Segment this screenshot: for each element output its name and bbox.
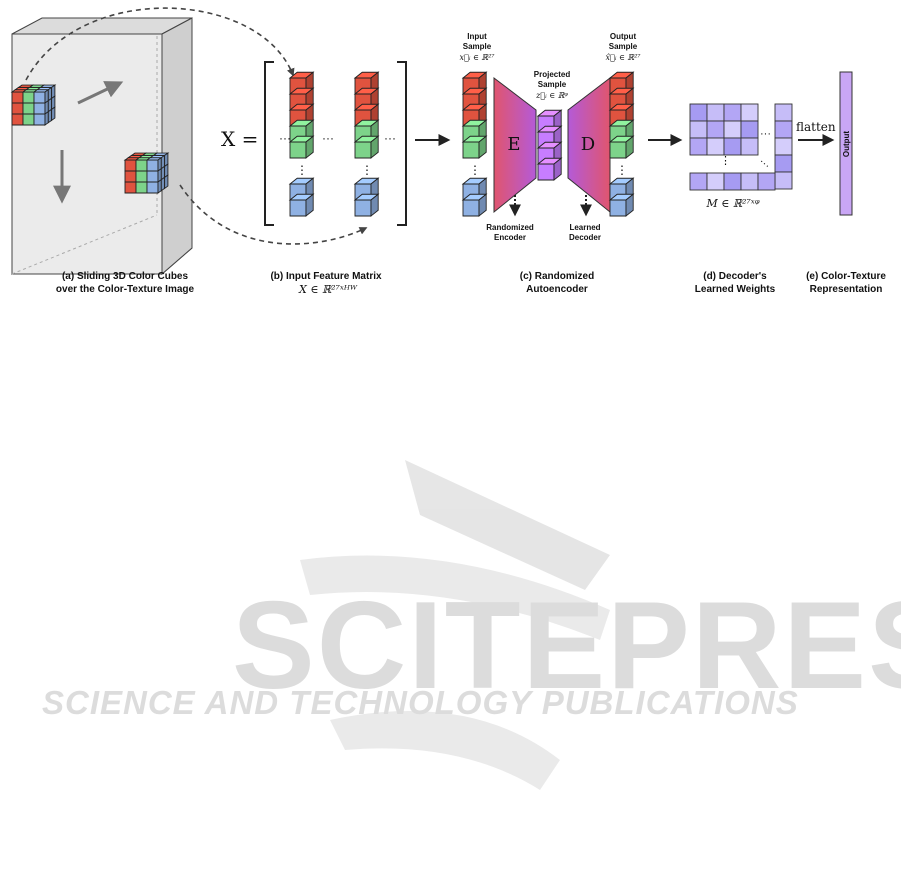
link-arrow-top: [25, 7, 295, 81]
bracket-right: [397, 61, 407, 226]
encoder-block: [493, 76, 537, 214]
stack-cube-cell: [461, 193, 488, 217]
projected-math: z⃗ᵢ ∈ ℝᵠ: [535, 91, 568, 100]
color-cube-lower-right: [123, 152, 170, 194]
decoder-label-1: Learned: [569, 223, 600, 232]
caption-b-math: X ∈ ℝ²⁷ˣᴴᵂ: [298, 283, 358, 296]
svg-text:···: ···: [760, 128, 771, 140]
stack-cube-cell: [608, 193, 635, 217]
flatten-label: flatten: [796, 120, 836, 134]
svg-text:⋮: ⋮: [720, 155, 731, 167]
matrix-cell: [706, 137, 725, 156]
stack-cube-cell: [288, 193, 315, 217]
input-title-2: Sample: [463, 42, 492, 51]
decoder-weight-matrix: [689, 103, 793, 191]
slide-right-arrow-icon: [77, 81, 124, 105]
vertical-ellipsis: ⋮: [361, 163, 373, 177]
encoder-letter: E: [507, 134, 520, 155]
matrix-cell: [757, 172, 776, 191]
matrix-symbol: X =: [221, 127, 258, 151]
watermark-subtitle: SCIENCE AND TECHNOLOGY PUBLICATIONS: [42, 684, 799, 721]
input-title-1: Input: [467, 32, 487, 41]
stack-cube-cell: [353, 193, 380, 217]
matrix-cell: [706, 172, 725, 191]
caption-d-line2: Learned Weights: [695, 284, 776, 295]
matrix-cell: [740, 103, 759, 122]
vertical-ellipsis: ⋮: [296, 163, 308, 177]
output-vector-label: Output: [842, 131, 851, 158]
svg-text:···: ···: [322, 131, 334, 145]
stack-cube-cell: [608, 135, 635, 159]
color-cube-top-left: [10, 84, 57, 126]
projected-title-1: Projected: [534, 70, 571, 79]
output-vector: [839, 71, 853, 216]
matrix-cell: [774, 171, 793, 190]
output-title-1: Output: [610, 32, 637, 41]
encoder-label-1: Randomized: [486, 223, 534, 232]
svg-text:···: ···: [384, 131, 396, 145]
caption-b-line1: (b) Input Feature Matrix: [270, 271, 382, 282]
matrix-cell: [740, 120, 759, 139]
matrix-cell: [723, 137, 742, 156]
panel-c: Input Sample x⃗ᵢ ∈ ℝ²⁷ ⋮ E Projected Sam…: [460, 32, 642, 295]
svg-text:···: ···: [279, 131, 291, 145]
caption-c-line1: (c) Randomized: [520, 271, 594, 282]
matrix-cell: [774, 137, 793, 156]
matrix-cell: [774, 103, 793, 122]
encoder-label-2: Encoder: [494, 233, 526, 242]
feature-column-1: ⋮: [288, 71, 315, 217]
caption-a-line1: (a) Sliding 3D Color Cubes: [62, 271, 189, 282]
link-arrow-bottom: [179, 184, 368, 245]
matrix-cell: [723, 103, 742, 122]
matrix-cell: [689, 137, 708, 156]
caption-a-line2: over the Color-Texture Image: [56, 284, 195, 295]
matrix-cell: [723, 172, 742, 191]
feature-column-2: ⋮: [353, 71, 380, 217]
stack-cube-cell: [353, 135, 380, 159]
watermark-title: SCITEPRESS: [232, 577, 901, 715]
matrix-cell: [740, 172, 759, 191]
output-sample-column: ⋮: [608, 71, 635, 217]
stack-cube-cell: [288, 135, 315, 159]
matrix-cell: [689, 103, 708, 122]
matrix-cell: [740, 137, 759, 156]
matrix-cell: [774, 120, 793, 139]
panel-a: (a) Sliding 3D Color Cubes over the Colo…: [10, 7, 368, 295]
input-sample-column: ⋮: [461, 71, 488, 217]
output-math: x̂⃗ᵢ ∈ ℝ²⁷: [606, 53, 642, 62]
panel-b: X = ⋮ ⋮ ··· ··· ··· (b) Input Feature Ma…: [221, 61, 407, 296]
panel-e: Output (e) Color-Texture Representation: [806, 71, 886, 295]
output-title-2: Sample: [609, 42, 638, 51]
projected-title-2: Sample: [538, 80, 567, 89]
svg-text:···: ···: [756, 156, 772, 172]
caption-e-line2: Representation: [810, 284, 883, 295]
matrix-cell: [689, 172, 708, 191]
caption-c-line2: Autoencoder: [526, 284, 588, 295]
vertical-ellipsis: ⋮: [616, 163, 628, 177]
vertical-ellipsis: ⋮: [469, 163, 481, 177]
matrix-math: M ∈ ℝ²⁷ˣᵠ: [705, 197, 759, 210]
matrix-cell: [723, 120, 742, 139]
input-math: x⃗ᵢ ∈ ℝ²⁷: [460, 53, 496, 62]
watermark: SCITEPRESS SCIENCE AND TECHNOLOGY PUBLIC…: [42, 460, 901, 790]
matrix-cell: [706, 120, 725, 139]
matrix-cell: [689, 120, 708, 139]
matrix-cell: [706, 103, 725, 122]
stack-cube-cell: [461, 135, 488, 159]
matrix-cell: [774, 154, 793, 173]
decoder-label-2: Decoder: [569, 233, 601, 242]
decoder-letter: D: [581, 134, 595, 155]
caption-e-line1: (e) Color-Texture: [806, 271, 886, 282]
stack-cube-cell: [536, 157, 563, 181]
watermark-logo-icon: [300, 460, 610, 790]
caption-d-line1: (d) Decoder's: [703, 271, 767, 282]
projected-sample-column: [536, 109, 563, 181]
panel-d: ··· ⋮ ··· M ∈ ℝ²⁷ˣᵠ flatten (d) Decoder'…: [689, 103, 836, 295]
bracket-left: [264, 61, 274, 226]
